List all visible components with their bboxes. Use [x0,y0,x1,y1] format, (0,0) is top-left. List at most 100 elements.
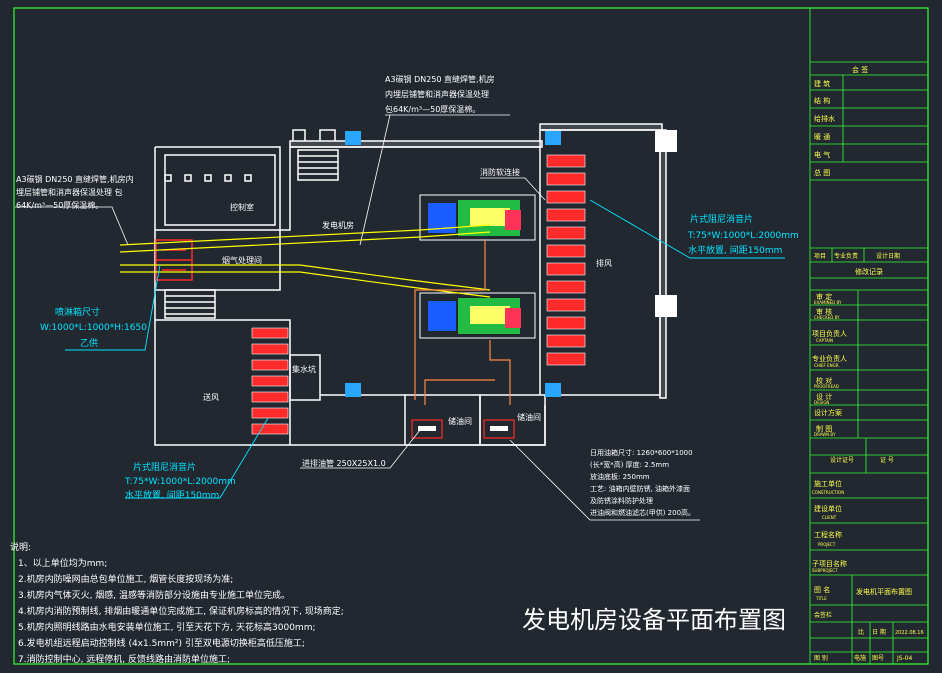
drawing-title: 发电机房设备平面布置图 [522,606,786,634]
tb-bottom-1c: 比 [858,628,864,636]
tb-role-8-en: DRAWN BY [814,432,836,437]
tb-role-5: 校 对 [816,376,832,385]
note-top-2: 内埋层铺管和消声器保温处理 [385,89,489,99]
room-intake: 送风 [203,392,219,402]
equip-note-2: (长*宽*高) 厚度: 2.5mm [590,460,669,469]
flex-label: 消防软连接 [480,167,520,177]
silencer-bottom-title: 片式阻尼消音片 [133,461,196,473]
tb-role-2: 审 核 [816,307,832,316]
title-block [809,7,929,665]
generator-set-1 [419,194,536,241]
note-item-1: 1、以上单位均为mm; [18,557,107,569]
note-item-5: 5.机房内照明线路由水电安装单位施工, 引至天花下方, 天花标高3000mm; [18,621,316,633]
note-top-3: 包64K/m³—50厚保温棉。 [385,104,480,114]
room-oil-1: 储油间 [448,416,472,426]
tb-drawing-name: 发电机平面布置图 [856,587,912,596]
tb-role-7: 设计方案 [814,408,842,417]
tb-small-2: 专业负责 [834,252,858,260]
tb-project-3-en: PROJECT [818,542,836,547]
tb-sign-5: 电 气 [814,150,830,159]
tb-role-8: 制 图 [816,424,832,433]
tb-sign-1: 建 筑 [814,79,830,88]
duct-label: 进排油管 250X25X1.0 [302,458,386,468]
tb-project-2: 建设单位 [814,504,842,513]
building-walls [154,123,667,446]
tb-bottom-1a: 会签栏 [814,611,832,619]
vent-boxes [345,131,561,397]
note-item-3: 3.机房内气体灭火, 烟感, 温感等消防部分设施由专业施工单位完成。 [18,589,290,601]
equip-note-1: 日用油箱尺寸: 1260*600*1000 [590,448,693,457]
note-item-7: 7.消防控制中心, 远程停机, 反馈线路由消防单位施工; [18,653,230,665]
tb-project-1: 施工单位 [814,479,842,488]
silencer-right-note: 水平放置, 间距150mm [688,244,782,256]
tb-role-2-en: CHECKED BY [814,315,840,320]
tb-role-1-en: EXAMINED BY [814,300,842,305]
tb-role-5-en: PROOFREAD [814,384,839,389]
intake-silencer [251,327,289,435]
tb-project-1-en: CONSTRUCTION [812,490,844,495]
room-control: 控制室 [230,202,254,212]
silencer-bottom-spec: T:75*W:1000*L:2000mm [124,477,236,487]
tb-bottom-2a: 图 别 [814,654,828,662]
exhaust-silencer [546,154,586,366]
tb-stamp-2: 证 号 [880,457,894,464]
tb-sign-3: 给排水 [814,114,835,123]
spray-box [155,239,193,281]
vent-box-title: 喷淋箱尺寸 [55,306,100,318]
room-generator: 发电机房 [322,220,354,230]
tb-sign-2: 结 构 [814,96,830,105]
equip-note-3: 放油底板: 250mm [590,472,650,481]
room-exhaust: 排风 [596,258,612,268]
tb-role-4-en: CHIEF ENGR. [814,363,840,368]
tb-role-3-en: CAPTAIN [816,338,833,343]
oil-pipes [414,240,511,405]
tb-project-4-en: SUBPROJECT [812,568,838,573]
note-item-2: 2.机房内防噪网由总包单位施工, 烟管长度按现场为准; [18,573,233,585]
note-top-1: A3碳钢 DN250 直缝焊管,机房 [385,74,495,84]
silencer-bottom-note: 水平放置, 间距150mm [125,489,219,501]
tb-role-1: 审 定 [816,292,832,301]
tb-bottom-1d: 日 期 [872,628,886,636]
structural-columns [655,130,677,317]
note-left-1: A3碳钢 DN250 直缝焊管,机房内 [16,174,134,184]
vent-box-note: 乙供 [80,337,98,349]
tb-bottom-2c: 图号 [872,655,884,662]
tb-sign-4: 暖 通 [814,132,830,141]
equip-note-5: 及防锈涂料防护处理 [590,496,653,505]
note-item-4: 4.机房内消防预制线, 排烟由暖通单位完成施工, 保证机房标高的情况下, 现场商… [18,605,344,617]
tb-drawing-name-label: 图 名 [814,585,830,594]
room-oil-2: 储油间 [517,412,541,422]
equip-note-4: 工艺: 油箱内壁防锈, 油箱外漆面 [590,484,690,493]
room-flue: 烟气处理间 [222,255,262,265]
tb-revision: 修改记录 [855,267,883,276]
tb-stamp-1: 设计证号 [830,456,854,464]
leader-lines-cyan [65,199,785,499]
tb-bottom-1e: 2022.08.16 [895,630,924,636]
tb-role-6: 设 计 [816,392,832,401]
tb-project-4: 子项目名称 [812,559,847,568]
tb-small-1: 项目 [814,253,826,260]
flue-pipes [119,224,491,298]
tb-project-3: 工程名称 [814,530,842,539]
note-left-3: 64K/m³—50厚保温棉。 [16,200,103,210]
notes-heading: 说明: [10,541,31,553]
equip-note-6: 进油阀和燃油滤芯(甲供) 200高。 [590,508,695,517]
silencer-right-spec: T:75*W:1000*L:2000mm [687,231,799,241]
oil-tanks [411,419,515,439]
generator-set-2 [419,292,536,339]
note-item-6: 6.发电机组远程启动控制线 (4x1.5mm²) 引至双电源切换柜高低压施工; [18,637,305,649]
tb-project-2-en: CLIENT [822,515,837,520]
tb-drawing-name-en: TITLE [815,596,827,601]
tb-role-4: 专业负责人 [812,354,847,363]
silencer-right-title: 片式阻尼消音片 [690,213,753,225]
tb-bottom-2b: 电施 [854,654,866,662]
note-left-2: 埋层铺管和消声器保温处理 包 [16,187,123,197]
tb-top-header: 会 签 [852,65,868,74]
vent-box-size: W:1000*L:1000*H:1650 [40,323,147,333]
tb-role-6-en: DESIGN [814,400,829,405]
leader-lines [15,114,700,521]
tb-bottom-2d: JS-04 [896,655,913,662]
tb-role-3: 项目负责人 [812,329,847,338]
room-water-tank: 集水坑 [292,364,316,374]
